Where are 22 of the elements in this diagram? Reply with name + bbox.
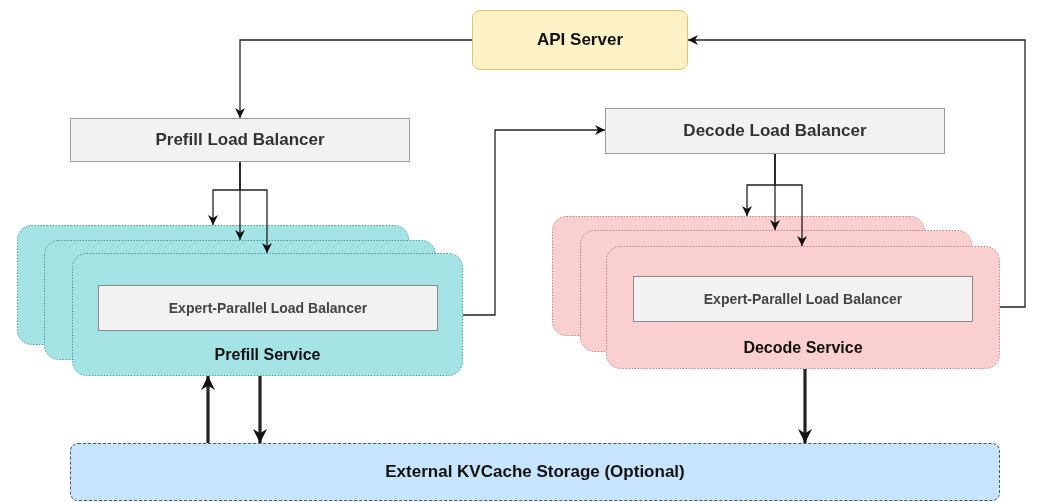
load-balancer-box [605,108,945,154]
node-label: Prefill Service [213,345,322,365]
arrow [253,376,267,443]
arrow [798,369,812,443]
node-label: Expert-Parallel Load Balancer [168,298,368,318]
server-box [472,10,688,70]
node-label: API Server [537,29,623,52]
arrow [235,39,473,119]
arrow [239,161,272,254]
arrow [462,125,606,316]
load-balancer-box [70,118,410,162]
arrow [201,376,215,443]
arrow [687,35,1026,308]
node-label: Expert-Parallel Load Balancer [703,289,903,309]
load-balancer-box [98,285,438,331]
node-label: Decode Load Balancer [683,120,867,143]
node-label: External KVCache Storage (Optional) [385,461,685,484]
node-label: Prefill Load Balancer [155,129,325,152]
arrow [774,153,807,247]
node-label: Decode Service [742,338,864,358]
storage-box [70,443,1000,501]
load-balancer-box [633,276,973,322]
